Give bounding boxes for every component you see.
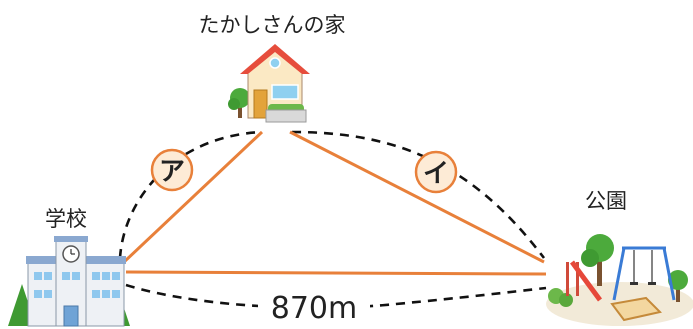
park-label: 公園 (585, 189, 627, 213)
dashed-arc-home-park (291, 130, 546, 259)
park-playground-icon (546, 234, 693, 326)
school-building-icon (8, 236, 130, 327)
route-marker-i: イ (414, 150, 458, 194)
route-marker-i-label: イ (423, 159, 449, 189)
home-label: たかしさんの家 (199, 13, 346, 37)
dashed-arc-school-home (118, 130, 263, 259)
school-label: 学校 (45, 207, 87, 231)
dashed-arc-school-park (125, 283, 547, 310)
route-marker-a-label: ア (159, 157, 185, 187)
route-line-home-park (289, 130, 545, 264)
distance-label: 870m (271, 291, 357, 326)
house-icon (228, 44, 310, 123)
distance-label-bg (258, 290, 370, 324)
route-marker-a: ア (150, 148, 194, 192)
route-line-school-home (122, 130, 264, 264)
route-line-school-park (125, 270, 547, 276)
